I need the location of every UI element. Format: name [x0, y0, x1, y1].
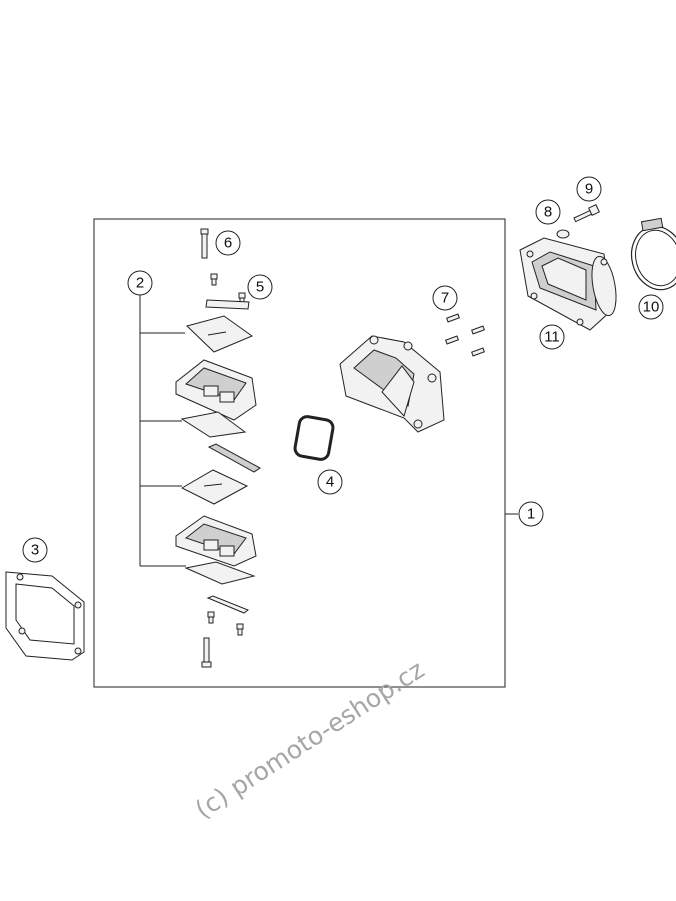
bottom-clamp-and-bolt: [201, 595, 250, 668]
callout-11: 11: [539, 324, 565, 350]
callout-label: 6: [224, 235, 232, 252]
callout-2: 2: [127, 270, 153, 296]
callout-1: 1: [518, 501, 544, 527]
callout-label: 11: [544, 329, 560, 346]
callout-7: 7: [432, 285, 458, 311]
callout-label: 10: [643, 299, 660, 316]
callout-label: 2: [136, 275, 144, 292]
callout-5: 5: [247, 274, 273, 300]
callout-label: 7: [441, 290, 449, 307]
callout-label: 9: [585, 181, 593, 198]
reed-petal-lower: [180, 469, 249, 505]
callout-label: 4: [326, 474, 334, 491]
screws-and-clamp-plate: [205, 273, 250, 310]
callout-3: 3: [22, 537, 48, 563]
reed-petal-middle: [180, 411, 247, 438]
callout-4: 4: [317, 469, 343, 495]
reed-petal-bottom: [184, 561, 256, 585]
reed-housing: [339, 335, 445, 433]
spacer-bar: [207, 443, 261, 473]
intake-gasket: [5, 571, 85, 661]
reed-petal-upper: [186, 315, 254, 353]
square-gasket: [293, 415, 335, 461]
callout-6: 6: [215, 230, 241, 256]
reed-block-upper: [175, 359, 257, 421]
housing-bolts: [445, 313, 485, 357]
callout-8: 8: [535, 199, 561, 225]
callout-label: 3: [31, 542, 39, 559]
callout-label: 8: [544, 204, 552, 221]
callout-label: 1: [527, 506, 535, 523]
hose-clamp: [630, 217, 676, 291]
callout-10: 10: [638, 294, 664, 320]
callout-9: 9: [576, 176, 602, 202]
bolt-top: [200, 228, 209, 259]
reed-block-lower: [175, 515, 257, 567]
washer: [556, 229, 570, 239]
assembly-frame: [93, 218, 506, 688]
intake-flange: [519, 237, 617, 331]
flange-bolt: [573, 204, 600, 223]
callout-label: 5: [256, 279, 264, 296]
leader-bracket-2: [139, 295, 186, 567]
